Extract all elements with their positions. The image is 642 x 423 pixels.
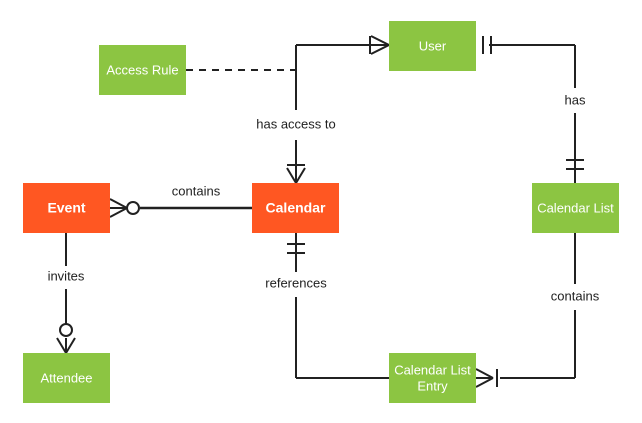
- marker-user-left-crowfoot: [370, 35, 390, 55]
- entity-attendee[interactable]: Attendee: [23, 353, 110, 403]
- marker-event-right-circle: [126, 201, 140, 215]
- relationship-label-references: references: [265, 275, 327, 290]
- entity-calendar-list-label: Calendar List: [537, 200, 614, 215]
- entity-calendar-list-rect[interactable]: [532, 183, 619, 233]
- entity-calendar-label: Calendar: [266, 200, 326, 216]
- entity-access-rule-rect[interactable]: [99, 45, 186, 95]
- relationship-label-has: has: [565, 92, 586, 107]
- entity-access-rule[interactable]: Access Rule: [99, 45, 186, 95]
- entity-event-rect[interactable]: [23, 183, 110, 233]
- marker-event-right-crowfoot: [109, 198, 128, 218]
- cardinality-marker-group: [56, 35, 584, 388]
- marker-attendee-top-crowfoot: [56, 337, 76, 354]
- entity-user-label: User: [419, 38, 447, 53]
- entity-calendar-rect[interactable]: [252, 183, 339, 233]
- entity-attendee-label: Attendee: [40, 370, 92, 385]
- entity-group: Access Rule User Event Calendar Calendar…: [23, 21, 619, 403]
- entity-calendar-list-entry-label-line1: Calendar List: [394, 362, 471, 377]
- entity-user[interactable]: User: [389, 21, 476, 71]
- entity-calendar-list-entry-label-line2: Entry: [417, 378, 448, 393]
- entity-calendar-list-entry[interactable]: Calendar List Entry: [389, 353, 476, 403]
- entity-calendar[interactable]: Calendar: [252, 183, 339, 233]
- entity-event[interactable]: Event: [23, 183, 110, 233]
- marker-attendee-top-circle: [59, 323, 73, 337]
- entity-calendar-list-entry-rect[interactable]: [389, 353, 476, 403]
- entity-attendee-rect[interactable]: [23, 353, 110, 403]
- relationship-label-contains-event-calendar: contains: [172, 183, 221, 198]
- marker-entry-right-crowfoot: [475, 368, 494, 388]
- entity-event-label: Event: [47, 200, 85, 216]
- relationship-label-invites: invites: [48, 268, 85, 283]
- relationship-label-contains-list-entry: contains: [551, 288, 600, 303]
- entity-user-rect[interactable]: [389, 21, 476, 71]
- relationship-label-has-access-to: has access to: [256, 116, 336, 131]
- marker-calendar-top-crowfoot: [286, 167, 306, 184]
- relationship-label-group: has access to has contains invites refer…: [48, 92, 600, 303]
- entity-calendar-list[interactable]: Calendar List: [532, 183, 619, 233]
- entity-access-rule-label: Access Rule: [106, 62, 178, 77]
